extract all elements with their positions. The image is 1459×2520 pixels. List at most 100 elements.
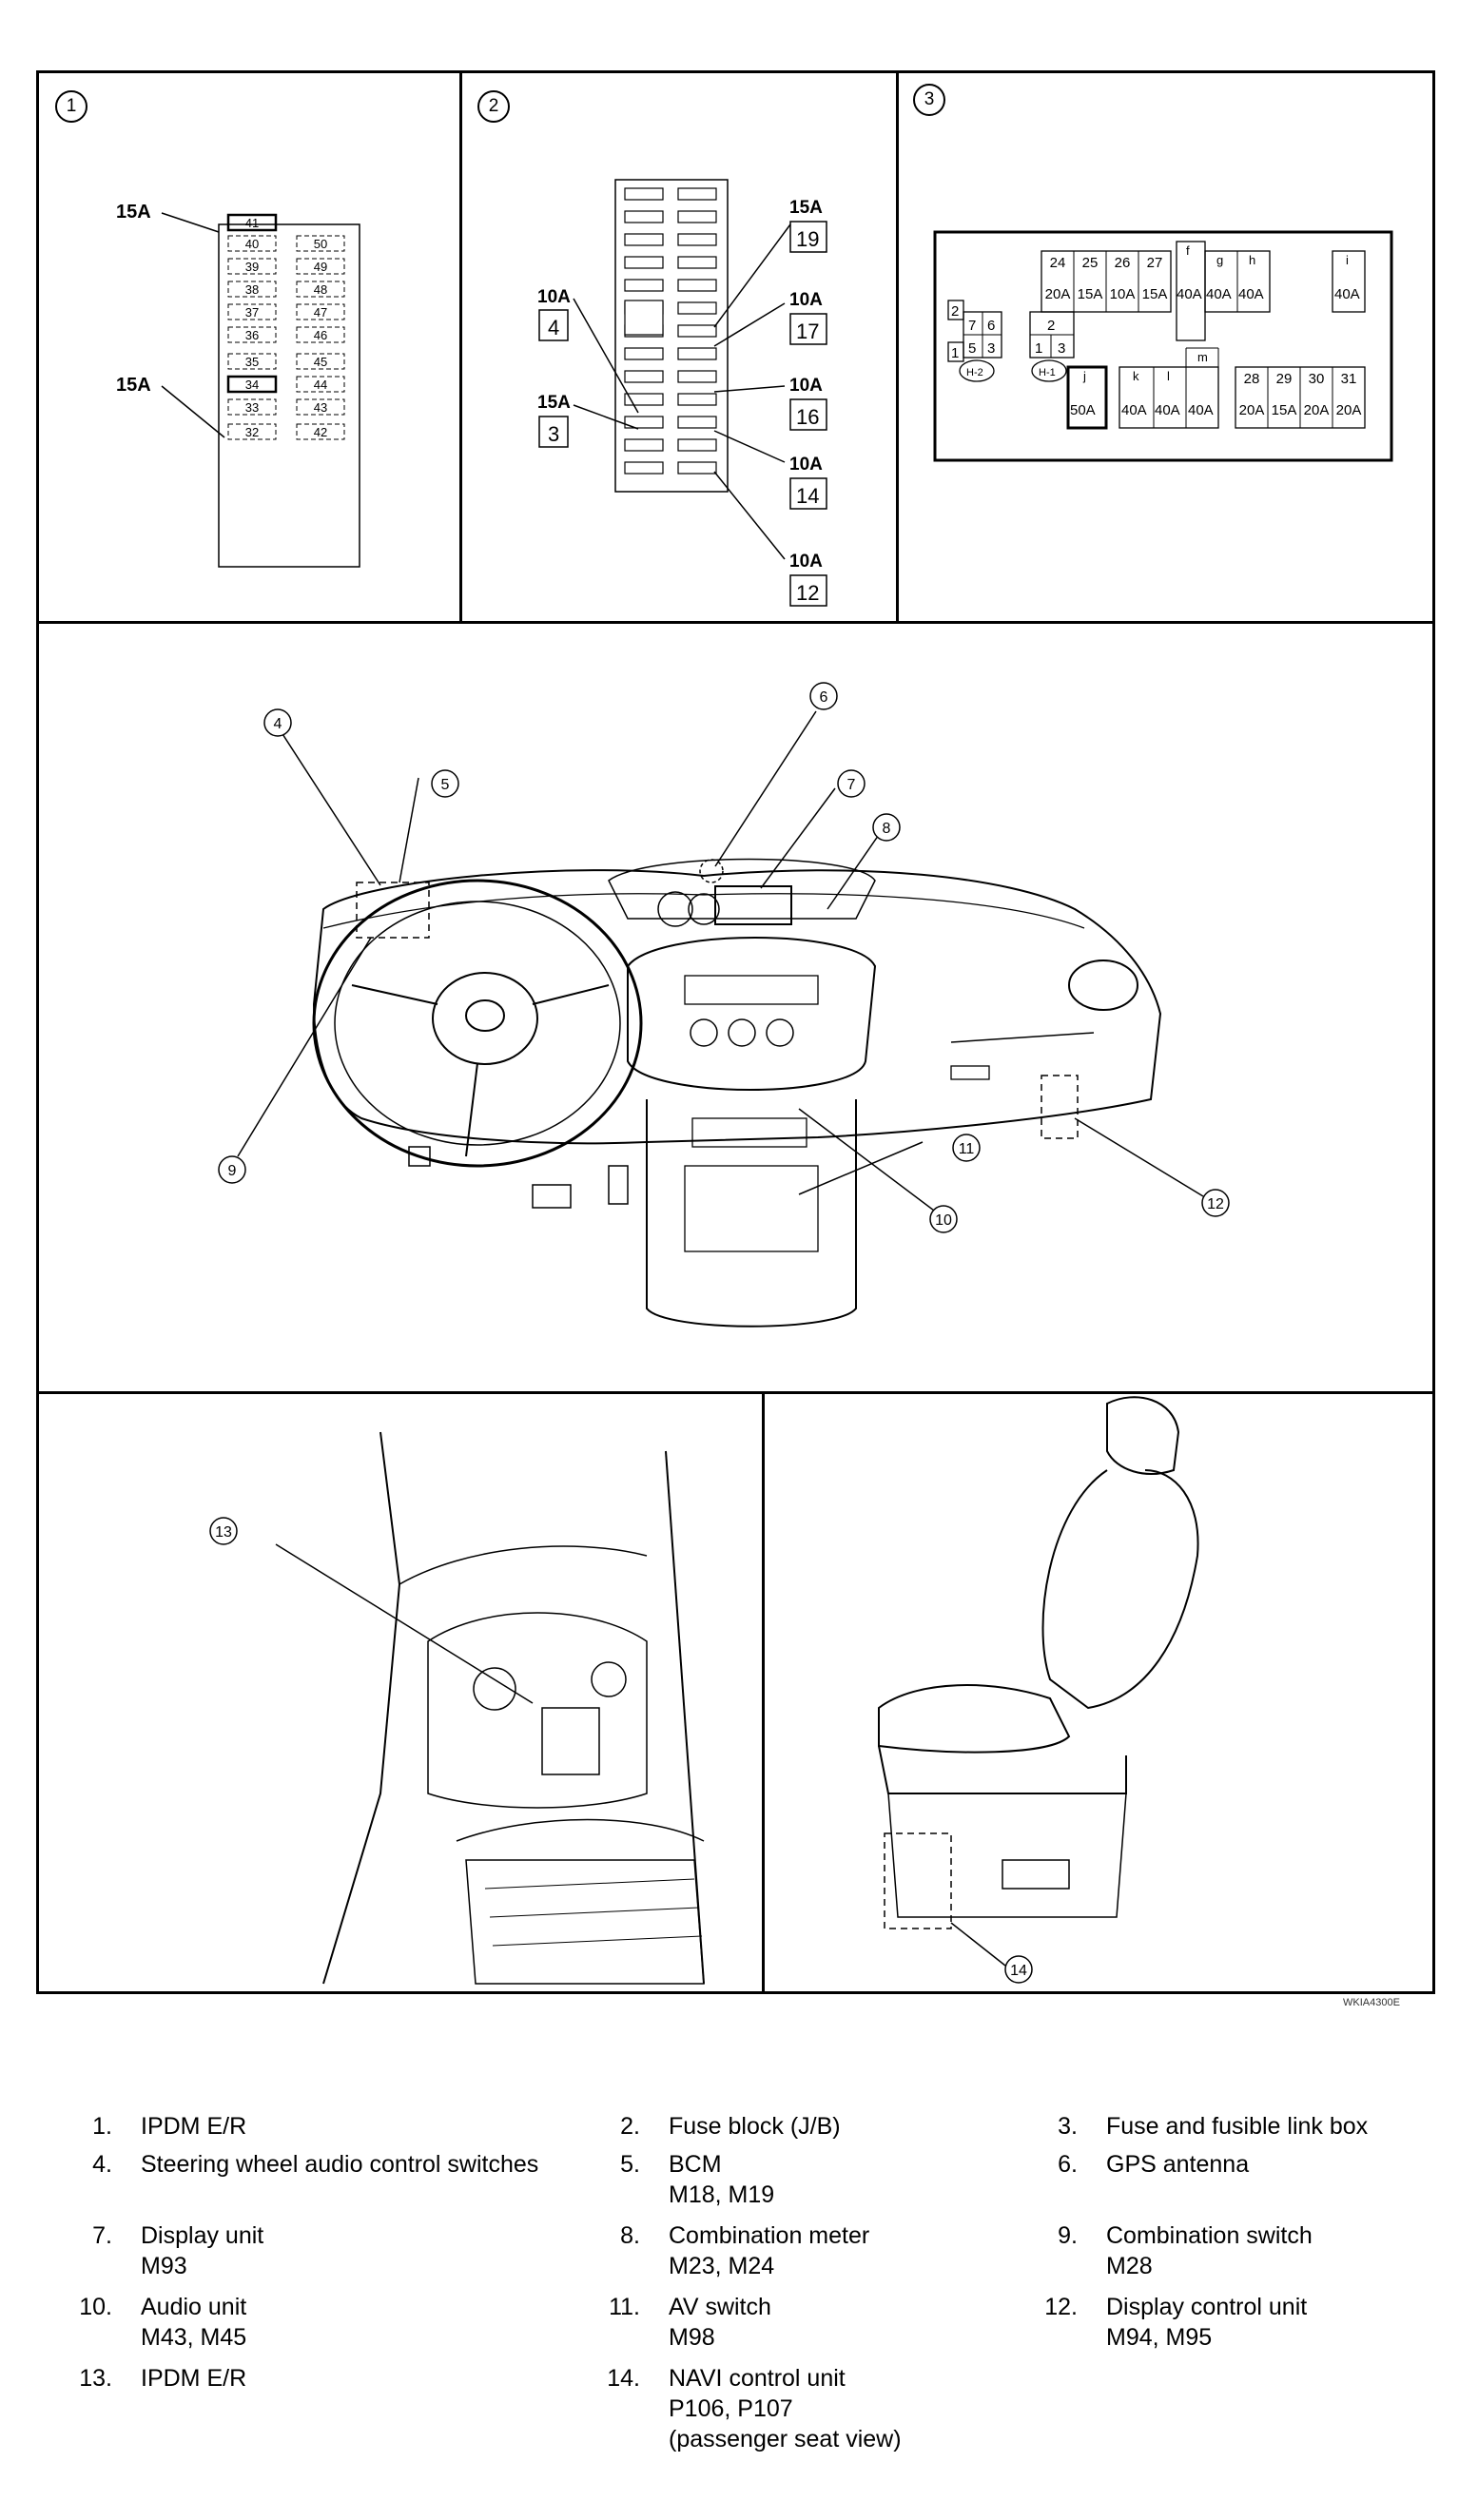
jb-slot (624, 347, 664, 360)
fuse-slot-32 (227, 423, 277, 440)
legend-line: Combination switch (1106, 2222, 1313, 2249)
dashboard-drawing: 4 5 6 7 8 9 10 11 12 (218, 682, 1230, 1328)
legend-line: Combination meter (669, 2222, 870, 2249)
fuse-slot-47 (296, 303, 345, 320)
jb-slot (677, 279, 717, 292)
link-1-left: 1 (951, 345, 959, 361)
legend-number: 7. (92, 2222, 112, 2249)
link-j-letter: j (1082, 369, 1086, 383)
link-i-letter: i (1346, 253, 1349, 267)
fuse-slot-44 (296, 376, 345, 393)
fuse-number-37: 37 (245, 305, 259, 320)
link-m-amp: 40A (1188, 402, 1214, 418)
passenger-seat-drawing: 14 (878, 1396, 1199, 1984)
jb-slot (677, 370, 717, 383)
legend-number: 12. (1044, 2294, 1078, 2320)
legend-line: GPS antenna (1106, 2151, 1250, 2178)
legend-text: IPDM E/R (141, 2363, 246, 2394)
oval-h2: H-2 (966, 367, 983, 378)
legend-number: 6. (1058, 2151, 1078, 2178)
legend-text: Fuse block (J/B) (669, 2111, 841, 2142)
jb-slot (624, 461, 664, 475)
fuse-label-top: 15A (116, 202, 151, 223)
legend-line: (passenger seat view) (669, 2426, 902, 2452)
callout-num-4: 4 (548, 316, 559, 339)
link-5: 5 (968, 340, 976, 357)
jb-slot (677, 301, 717, 315)
link-m-letter: m (1197, 350, 1208, 364)
link-l-amp: 40A (1155, 402, 1180, 418)
link-f-letter: f (1186, 243, 1190, 258)
fuse-number-48: 48 (314, 282, 327, 297)
dash-callout-9: 9 (228, 1163, 237, 1179)
fuse-num-31: 31 (1341, 371, 1357, 387)
fuse-block-drawing: 10A 4 15A 3 15A 19 10A 17 10A 16 10A 14 … (537, 179, 827, 607)
link-h-letter: h (1249, 253, 1255, 267)
row-divider-1 (36, 621, 1435, 624)
legend-number: 4. (92, 2151, 112, 2178)
callout-num-3: 3 (548, 422, 559, 446)
fuse-slot-38 (227, 281, 277, 298)
fusible-link-box-drawing: 2 7 6 5 3 1 H-2 2 1 3 H-1 2420A2515A2610… (933, 230, 1393, 462)
callout-amp-3: 15A (537, 393, 571, 413)
jb-slot (677, 233, 717, 246)
jb-slot (624, 256, 664, 269)
link-l-letter: l (1167, 369, 1170, 383)
fuse-slot-45 (296, 353, 345, 370)
link-i-amp: 40A (1334, 286, 1360, 302)
fuse-slot-37 (227, 303, 277, 320)
link-f-amp: 40A (1177, 286, 1202, 302)
fuse-number-43: 43 (314, 400, 327, 415)
fuse-number-49: 49 (314, 260, 327, 274)
callout-num-14: 14 (796, 484, 819, 508)
legend-line: M98 (669, 2324, 715, 2351)
legend-line: Fuse block (J/B) (669, 2113, 841, 2140)
jb-relay (624, 300, 664, 336)
jb-slot (677, 393, 717, 406)
fuse-slot-34 (226, 375, 278, 394)
callout-amp-16: 10A (789, 376, 823, 396)
fuse-number-36: 36 (245, 328, 259, 342)
link-2-mid: 2 (1047, 318, 1055, 334)
link-3-left: 3 (987, 340, 995, 357)
legend-number: 1. (92, 2113, 112, 2140)
callout-num-19: 19 (796, 227, 819, 251)
fuse-num-29: 29 (1276, 371, 1293, 387)
jb-slot (677, 256, 717, 269)
fuse-num-28: 28 (1244, 371, 1260, 387)
jb-slot (677, 438, 717, 452)
legend-line: Steering wheel audio control switches (141, 2151, 539, 2178)
fuse-number-40: 40 (245, 237, 259, 251)
diagram-frame (36, 70, 1435, 1994)
link-g-amp: 40A (1206, 286, 1232, 302)
col-divider-3 (762, 1391, 765, 1994)
jb-slot (624, 279, 664, 292)
fuse-slot-41 (226, 213, 278, 232)
col-divider-2 (896, 70, 899, 623)
fuse-number-50: 50 (314, 237, 327, 251)
fuse-number-39: 39 (245, 260, 259, 274)
callout-amp-17: 10A (789, 290, 823, 310)
fuse-slot-43 (296, 398, 345, 416)
legend-line: AV switch (669, 2294, 771, 2320)
dash-callout-12: 12 (1207, 1196, 1224, 1212)
callout-amp-14: 10A (789, 455, 823, 475)
callout-amp-4: 10A (537, 287, 571, 307)
dash-callout-7: 7 (847, 777, 856, 793)
link-h-amp: 40A (1238, 286, 1264, 302)
callout-num-12: 12 (796, 581, 819, 605)
fuse-block-slots (624, 187, 717, 475)
panel-3-number: 3 (913, 84, 945, 116)
legend-line: M23, M24 (669, 2253, 775, 2279)
oval-h1: H-1 (1039, 367, 1056, 378)
fuse-num-26: 26 (1115, 255, 1131, 271)
panel-1-number: 1 (55, 90, 88, 123)
fuse-slot-50 (296, 235, 345, 252)
link-g-letter: g (1216, 253, 1223, 267)
